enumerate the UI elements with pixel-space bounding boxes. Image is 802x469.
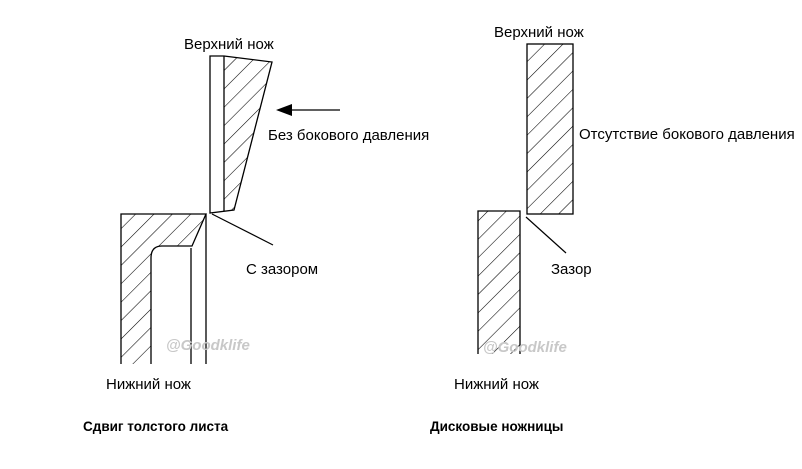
left-watermark: @Goodklife (166, 337, 250, 354)
left-upper-knife (209, 55, 273, 214)
right-lower-knife-label: Нижний нож (454, 376, 539, 393)
right-side-pressure-label: Отсутствие бокового давления (579, 126, 795, 143)
left-caption: Сдвиг толстого листа (83, 419, 229, 434)
right-lower-knife (477, 210, 521, 354)
left-clearance-leader (211, 213, 274, 246)
right-clearance-leader (525, 216, 567, 254)
right-clearance-label: Зазор (551, 261, 592, 278)
left-side-pressure-label: Без бокового давления (268, 127, 429, 144)
left-upper-knife-label: Верхний нож (184, 36, 274, 53)
right-upper-knife-label: Верхний нож (494, 24, 584, 41)
right-figure: Верхний нож Отсутствие бокового давления… (430, 24, 795, 434)
left-lower-knife (120, 213, 207, 364)
left-figure: Верхний нож Без бокового давления С зазо… (83, 36, 429, 434)
left-clearance-label: С зазором (246, 261, 318, 278)
right-caption: Дисковые ножницы (430, 419, 563, 434)
right-upper-knife (526, 43, 574, 215)
left-pressure-arrow (276, 104, 340, 116)
left-lower-knife-label: Нижний нож (106, 376, 191, 393)
right-watermark: @Goodklife (483, 339, 567, 356)
